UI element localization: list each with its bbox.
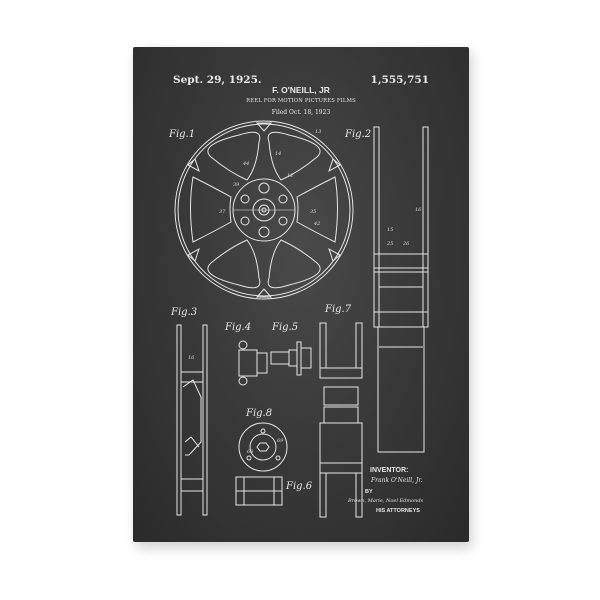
- inventor-signature: Frank O'Neill, Jr.: [371, 477, 423, 484]
- svg-text:42: 42: [313, 221, 320, 227]
- filed-date: Filed Oct. 18, 1923: [271, 109, 331, 116]
- fig4-drawing: [238, 340, 268, 386]
- svg-text:14: 14: [275, 151, 281, 157]
- fig8-label: Fig.8: [245, 408, 272, 419]
- fig6-label: Fig.6: [285, 481, 313, 492]
- inventor-label: INVENTOR:: [370, 467, 409, 474]
- svg-text:26: 26: [402, 241, 410, 247]
- svg-text:35: 35: [310, 209, 316, 215]
- fig1-label: Fig.1: [168, 129, 195, 140]
- fig5-label: Fig.5: [271, 322, 298, 333]
- patent-title: REEL FOR MOTION PICTURES FILMS: [246, 98, 356, 104]
- fig5-drawing: [270, 341, 312, 376]
- svg-text:16: 16: [188, 355, 195, 361]
- attorneys-signature: Brown, Marie, Noel Edmonds: [348, 498, 424, 504]
- attorneys-label: HIS ATTORNEYS: [376, 508, 420, 514]
- fig7-section-drawing: [319, 322, 363, 518]
- fig3-label: Fig.3: [170, 307, 197, 318]
- svg-text:25: 25: [386, 241, 393, 247]
- fig2-section-drawing: [373, 126, 429, 453]
- fig4-label: Fig.4: [224, 322, 251, 333]
- patent-drawing: Fig.1 Fig.2 Fig.3 Fig.4 Fig.5 Fig.7 Fig.…: [168, 120, 429, 518]
- svg-text:37: 37: [219, 209, 226, 215]
- svg-text:44: 44: [242, 161, 249, 167]
- svg-text:15: 15: [387, 227, 393, 233]
- by-label: BY: [365, 489, 373, 495]
- svg-text:13: 13: [315, 129, 321, 135]
- fig1-reel-drawing: [174, 120, 354, 300]
- svg-text:12: 12: [287, 173, 293, 179]
- fig6-drawing: [235, 476, 283, 506]
- svg-text:16: 16: [415, 207, 422, 213]
- fig7-label: Fig.7: [324, 304, 352, 315]
- fig3-section-drawing: [176, 324, 208, 516]
- svg-text:39: 39: [233, 182, 240, 188]
- patent-date: Sept. 29, 1925.: [173, 74, 262, 86]
- fig2-label: Fig.2: [344, 129, 371, 140]
- patent-print-canvas: Fig.1 Fig.2 Fig.3 Fig.4 Fig.5 Fig.7 Fig.…: [133, 47, 469, 542]
- inventor-header: F. O'NEILL, JR: [272, 85, 330, 95]
- svg-text:69: 69: [277, 438, 284, 444]
- fig8-drawing: [238, 422, 288, 472]
- svg-text:68: 68: [247, 449, 253, 455]
- patent-number: 1,555,751: [370, 74, 429, 86]
